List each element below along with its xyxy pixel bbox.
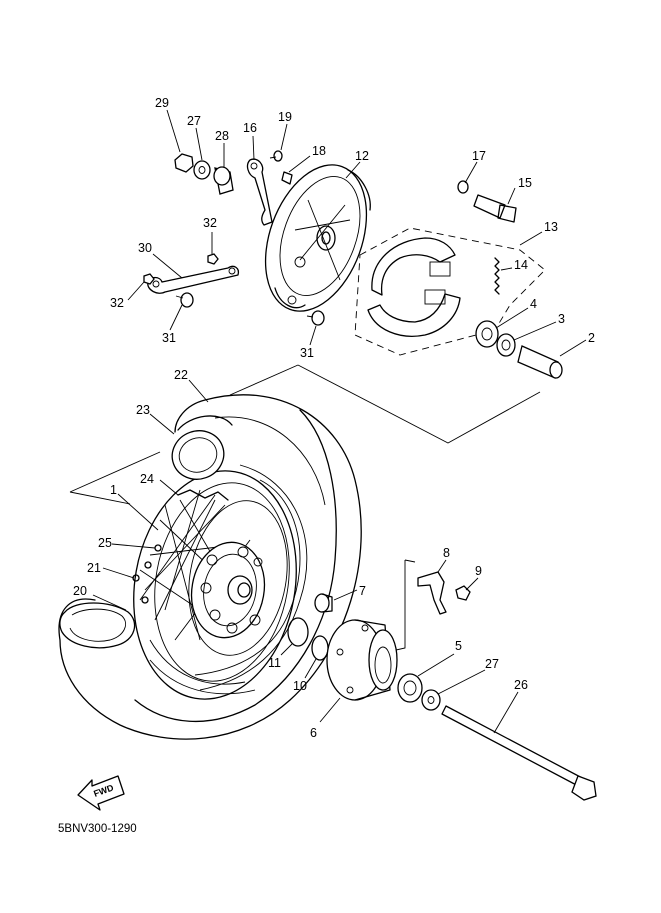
wheel-rim [133,470,297,700]
callout-label: 4 [530,297,537,311]
washer [457,180,469,194]
clutch-hub [326,619,398,701]
o-ring [311,635,329,661]
bearing [397,673,423,703]
o-ring [287,617,309,647]
callout-label: 18 [312,144,326,158]
camshaft-lever [246,158,273,226]
callout-label: 27 [187,114,201,128]
callout-label: 3 [558,312,565,326]
callout-label: 17 [472,149,486,163]
callout-label: 23 [136,403,150,417]
callout-label: 8 [443,546,450,560]
nut [174,153,194,173]
callout-label: 31 [300,346,314,360]
collar [213,166,234,195]
washer [421,689,441,711]
locking-plate [417,571,447,615]
bearing [475,320,499,348]
callout-label: 1 [110,483,117,497]
callout-label: 16 [243,121,257,135]
callout-label: 28 [215,129,229,143]
callout-label: 20 [73,584,87,598]
bolt [306,310,325,326]
spoke-nipple [144,561,152,569]
brake-shoe-plate [264,164,368,312]
oil-seal [496,333,516,357]
bolt [175,292,194,308]
callout-label: 14 [514,258,528,272]
tension-bar [147,265,240,294]
callout-label: 6 [310,726,317,740]
callout-label: 32 [203,216,217,230]
callout-label: 30 [138,241,152,255]
callout-label: 24 [140,472,154,486]
leader-lines [92,109,587,734]
callout-label: 25 [98,536,112,550]
callout-label: 19 [278,110,292,124]
callout-label: 7 [359,584,366,598]
washer [193,160,211,180]
spoke-nipple [141,596,149,604]
fwd-arrow-icon: FWD [77,775,125,811]
callout-label: 5 [455,639,462,653]
callout-label: 9 [475,564,482,578]
callout-labels: 29 27 28 16 19 18 12 17 15 32 30 32 31 3… [73,96,595,740]
callout-label: 26 [514,678,528,692]
callout-label: 21 [87,561,101,575]
callout-label: 32 [110,296,124,310]
callout-label: 11 [268,656,281,670]
assembly-lines [69,364,541,651]
spoke-nipple [154,544,162,552]
brake-camshaft [473,194,517,223]
callout-label: 22 [174,368,188,382]
collar [517,345,563,379]
callout-label: 13 [544,220,558,234]
wear-indicator [281,171,293,185]
rear-axle [441,705,597,801]
rear-tire [58,394,362,740]
brake-shoe-kit [354,227,546,356]
nut [207,253,219,265]
diagram-code: 5BNV300-1290 [58,823,137,835]
callout-label: 27 [485,657,499,671]
wheel-hub [190,541,266,639]
callout-label: 29 [155,96,169,110]
callout-label: 10 [293,679,307,693]
callout-label: 15 [518,176,532,190]
collar [314,593,333,613]
bolt [269,150,283,162]
callout-label: 2 [588,331,595,345]
callout-label: 31 [162,331,176,345]
rim-band [177,489,229,501]
nut [143,273,155,285]
inner-tube [171,415,233,480]
callout-label: 12 [355,149,369,163]
